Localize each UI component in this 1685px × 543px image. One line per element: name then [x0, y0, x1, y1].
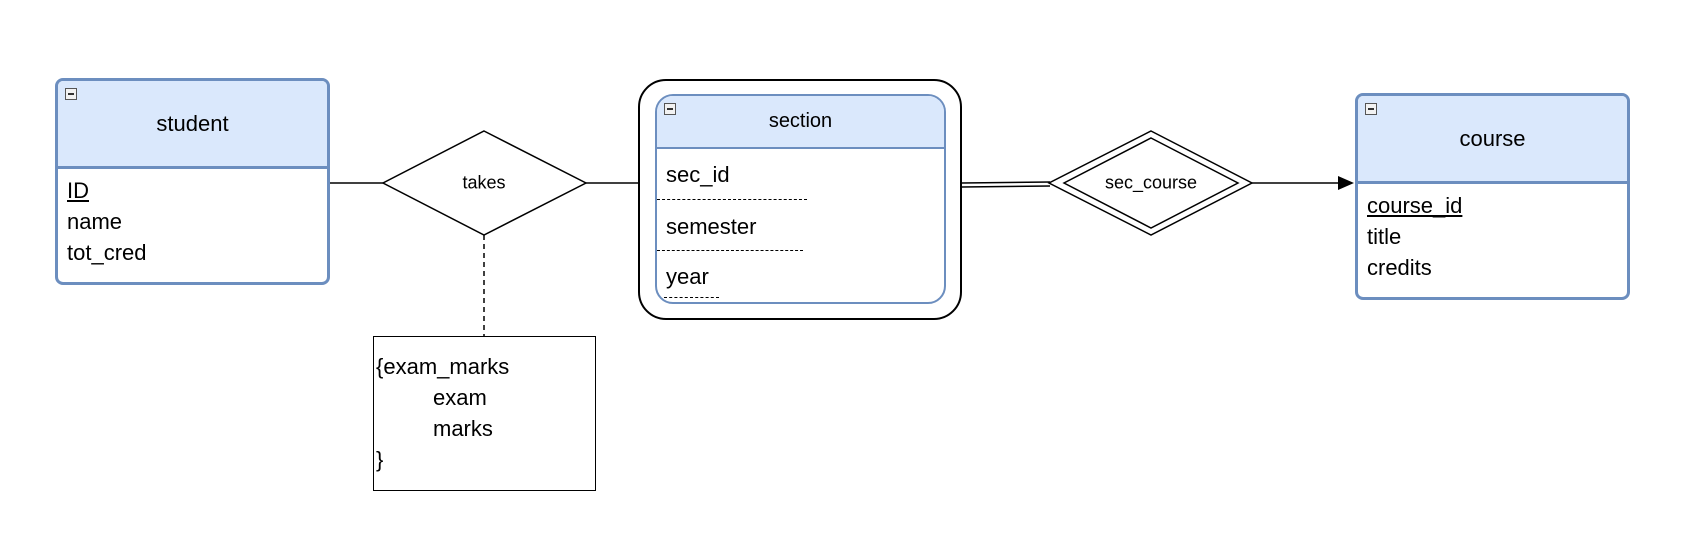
- student-attr-name: name: [67, 209, 123, 234]
- section-attr-semester: semester: [666, 214, 757, 239]
- note-line-close-brace: }: [376, 447, 384, 472]
- course-entity-title: course: [1459, 125, 1526, 151]
- sec-course-relationship-diamond-inner: [1062, 137, 1240, 229]
- student-attr-tot-cred: tot_cred: [67, 240, 147, 265]
- course-attr-title: title: [1367, 224, 1402, 249]
- student-entity-header[interactable]: student: [58, 81, 327, 169]
- section-sec-course-double-line-bottom: [961, 185, 1051, 188]
- arrowhead-to-course: [1338, 176, 1354, 190]
- note-line-exam-marks: {exam_marks: [376, 354, 510, 379]
- sec-course-label: sec_course: [1104, 172, 1198, 193]
- sec-id-partial-key-underline: [657, 199, 807, 200]
- note-line-exam: exam: [433, 385, 487, 410]
- student-entity-title: student: [156, 110, 229, 136]
- collapse-icon[interactable]: [1365, 103, 1377, 115]
- takes-relationship-diamond[interactable]: [381, 130, 588, 236]
- section-entity[interactable]: section sec_id semester year: [655, 94, 946, 304]
- section-entity-header[interactable]: section: [657, 96, 944, 149]
- student-attr-id: ID: [67, 178, 89, 203]
- collapse-icon[interactable]: [65, 88, 77, 100]
- course-attr-credits: credits: [1367, 255, 1432, 280]
- course-attr-course-id: course_id: [1367, 193, 1463, 218]
- takes-label: takes: [462, 172, 506, 193]
- section-attr-sec-id: sec_id: [666, 162, 730, 187]
- student-entity[interactable]: student ID name tot_cred: [55, 78, 330, 285]
- section-sec-course-double-line-top: [961, 181, 1051, 184]
- year-partial-key-underline: [664, 297, 719, 298]
- course-entity[interactable]: course course_id title credits: [1355, 93, 1630, 300]
- section-attr-year: year: [666, 264, 709, 289]
- student-attribute-list: ID name tot_cred: [67, 175, 147, 268]
- takes-attribute-box[interactable]: {exam_marks exam marks }: [373, 336, 596, 491]
- course-entity-header[interactable]: course: [1358, 96, 1627, 184]
- collapse-icon[interactable]: [664, 103, 676, 115]
- semester-partial-key-underline: [657, 250, 803, 251]
- course-attribute-list: course_id title credits: [1367, 190, 1462, 283]
- note-line-marks: marks: [433, 416, 493, 441]
- section-entity-title: section: [768, 110, 833, 132]
- sec-course-relationship-diamond-outer[interactable]: [1047, 130, 1254, 236]
